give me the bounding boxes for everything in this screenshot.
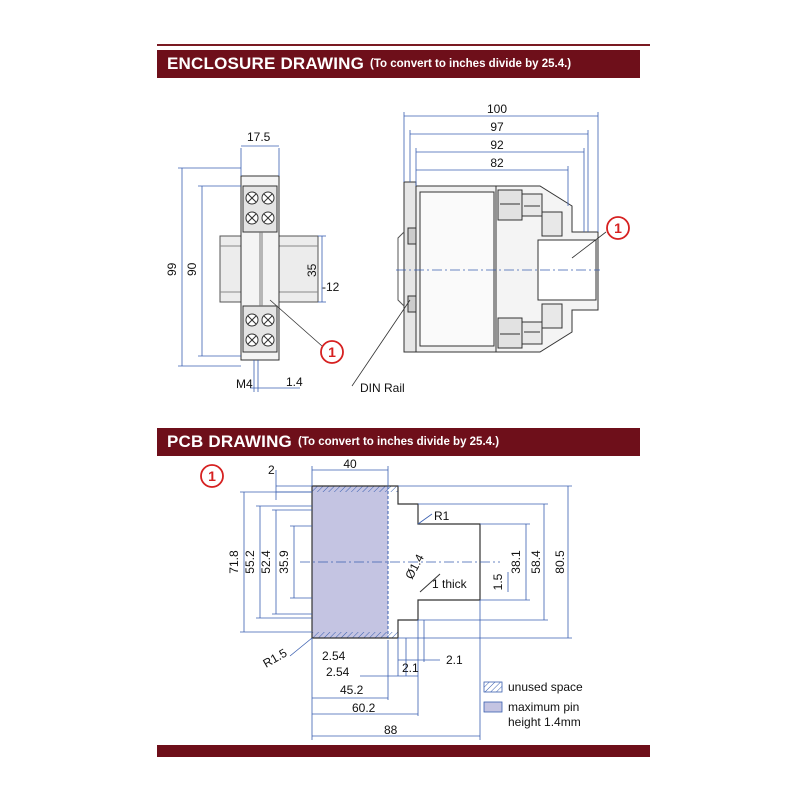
pcb-labels: 2 40 R1 71.8 55.2 52.4 35.9 Ø1.4 1 thick…	[227, 457, 567, 737]
dim-1-5: 1.5	[491, 573, 505, 590]
enclosure-title: ENCLOSURE DRAWING	[167, 54, 365, 73]
dim-2-1-a: 2.1	[402, 661, 419, 675]
dim-60-2: 60.2	[352, 701, 376, 715]
dim-minus-12: -12	[322, 280, 340, 294]
dim-99: 99	[165, 262, 179, 276]
legend-pin-swatch	[483, 701, 503, 713]
pcb-subtitle: (To convert to inches divide by 25.4.)	[297, 436, 500, 448]
dim-17-5: 17.5	[247, 130, 271, 144]
legend-unused-swatch	[483, 681, 503, 693]
pcb-callout-1: 1	[200, 464, 224, 488]
pcb-title: PCB DRAWING	[167, 432, 292, 451]
dim-2: 2	[268, 463, 275, 477]
enclosure-subtitle: (To convert to inches divide by 25.4.)	[370, 58, 572, 70]
legend-unused-label: unused space	[508, 680, 583, 694]
dim-r1: R1	[434, 509, 450, 523]
dim-35: 35	[305, 263, 319, 277]
pcb-banner: PCB DRAWING (To convert to inches divide…	[157, 428, 640, 456]
pcb-legend: unused space maximum pin height 1.4mm	[483, 680, 583, 729]
dim-88: 88	[384, 723, 398, 737]
dim-2-1-b: 2.1	[446, 653, 463, 667]
dim-1-4: 1.4	[286, 375, 303, 389]
dim-71-8: 71.8	[227, 550, 241, 574]
dim-92: 92	[490, 138, 504, 152]
enclosure-side-callout-1: 1	[606, 216, 630, 240]
dim-1-thick: 1 thick	[432, 577, 468, 591]
dim-35-9: 35.9	[277, 550, 291, 574]
enclosure-callout-1: 1	[320, 340, 344, 364]
dim-m4: M4	[236, 377, 253, 391]
dim-38-1: 38.1	[509, 550, 523, 574]
dim-97: 97	[490, 120, 504, 134]
enclosure-side-labels: 100 97 92 82	[487, 102, 507, 170]
dim-40: 40	[343, 457, 357, 471]
dim-2-54-a: 2.54	[322, 649, 346, 663]
dim-45-2: 45.2	[340, 683, 364, 697]
dim-82: 82	[490, 156, 504, 170]
svg-text:1: 1	[614, 220, 622, 236]
dim-2-54-b: 2.54	[326, 665, 350, 679]
dim-dia-1-4: Ø1.4	[402, 552, 427, 582]
dim-58-4: 58.4	[529, 550, 543, 574]
svg-text:1: 1	[208, 468, 216, 484]
dim-80-5: 80.5	[553, 550, 567, 574]
dim-55-2: 55.2	[243, 550, 257, 574]
legend-pin-label-1: maximum pin	[508, 700, 579, 714]
dim-100: 100	[487, 102, 507, 116]
enclosure-banner: ENCLOSURE DRAWING (To convert to inches …	[157, 50, 640, 78]
pcb-dimensions	[240, 466, 572, 740]
enclosure-top-rule	[157, 44, 650, 46]
dim-52-4: 52.4	[259, 550, 273, 574]
footer-bar	[157, 745, 650, 757]
dim-90: 90	[185, 262, 199, 276]
dim-r1-5: R1.5	[261, 646, 290, 671]
svg-text:1: 1	[328, 344, 336, 360]
pcb-outline	[300, 485, 500, 639]
enclosure-side-view	[397, 181, 599, 353]
enclosure-front-dimensions	[178, 145, 326, 392]
enclosure-front-view	[219, 175, 319, 361]
din-rail-label: DIN Rail	[360, 381, 405, 395]
enclosure-front-labels: 17.5 99 90 35 -12 M4 1.4	[165, 130, 340, 391]
legend-pin-label-2: height 1.4mm	[508, 715, 581, 729]
enclosure-side-dimensions	[351, 112, 607, 387]
